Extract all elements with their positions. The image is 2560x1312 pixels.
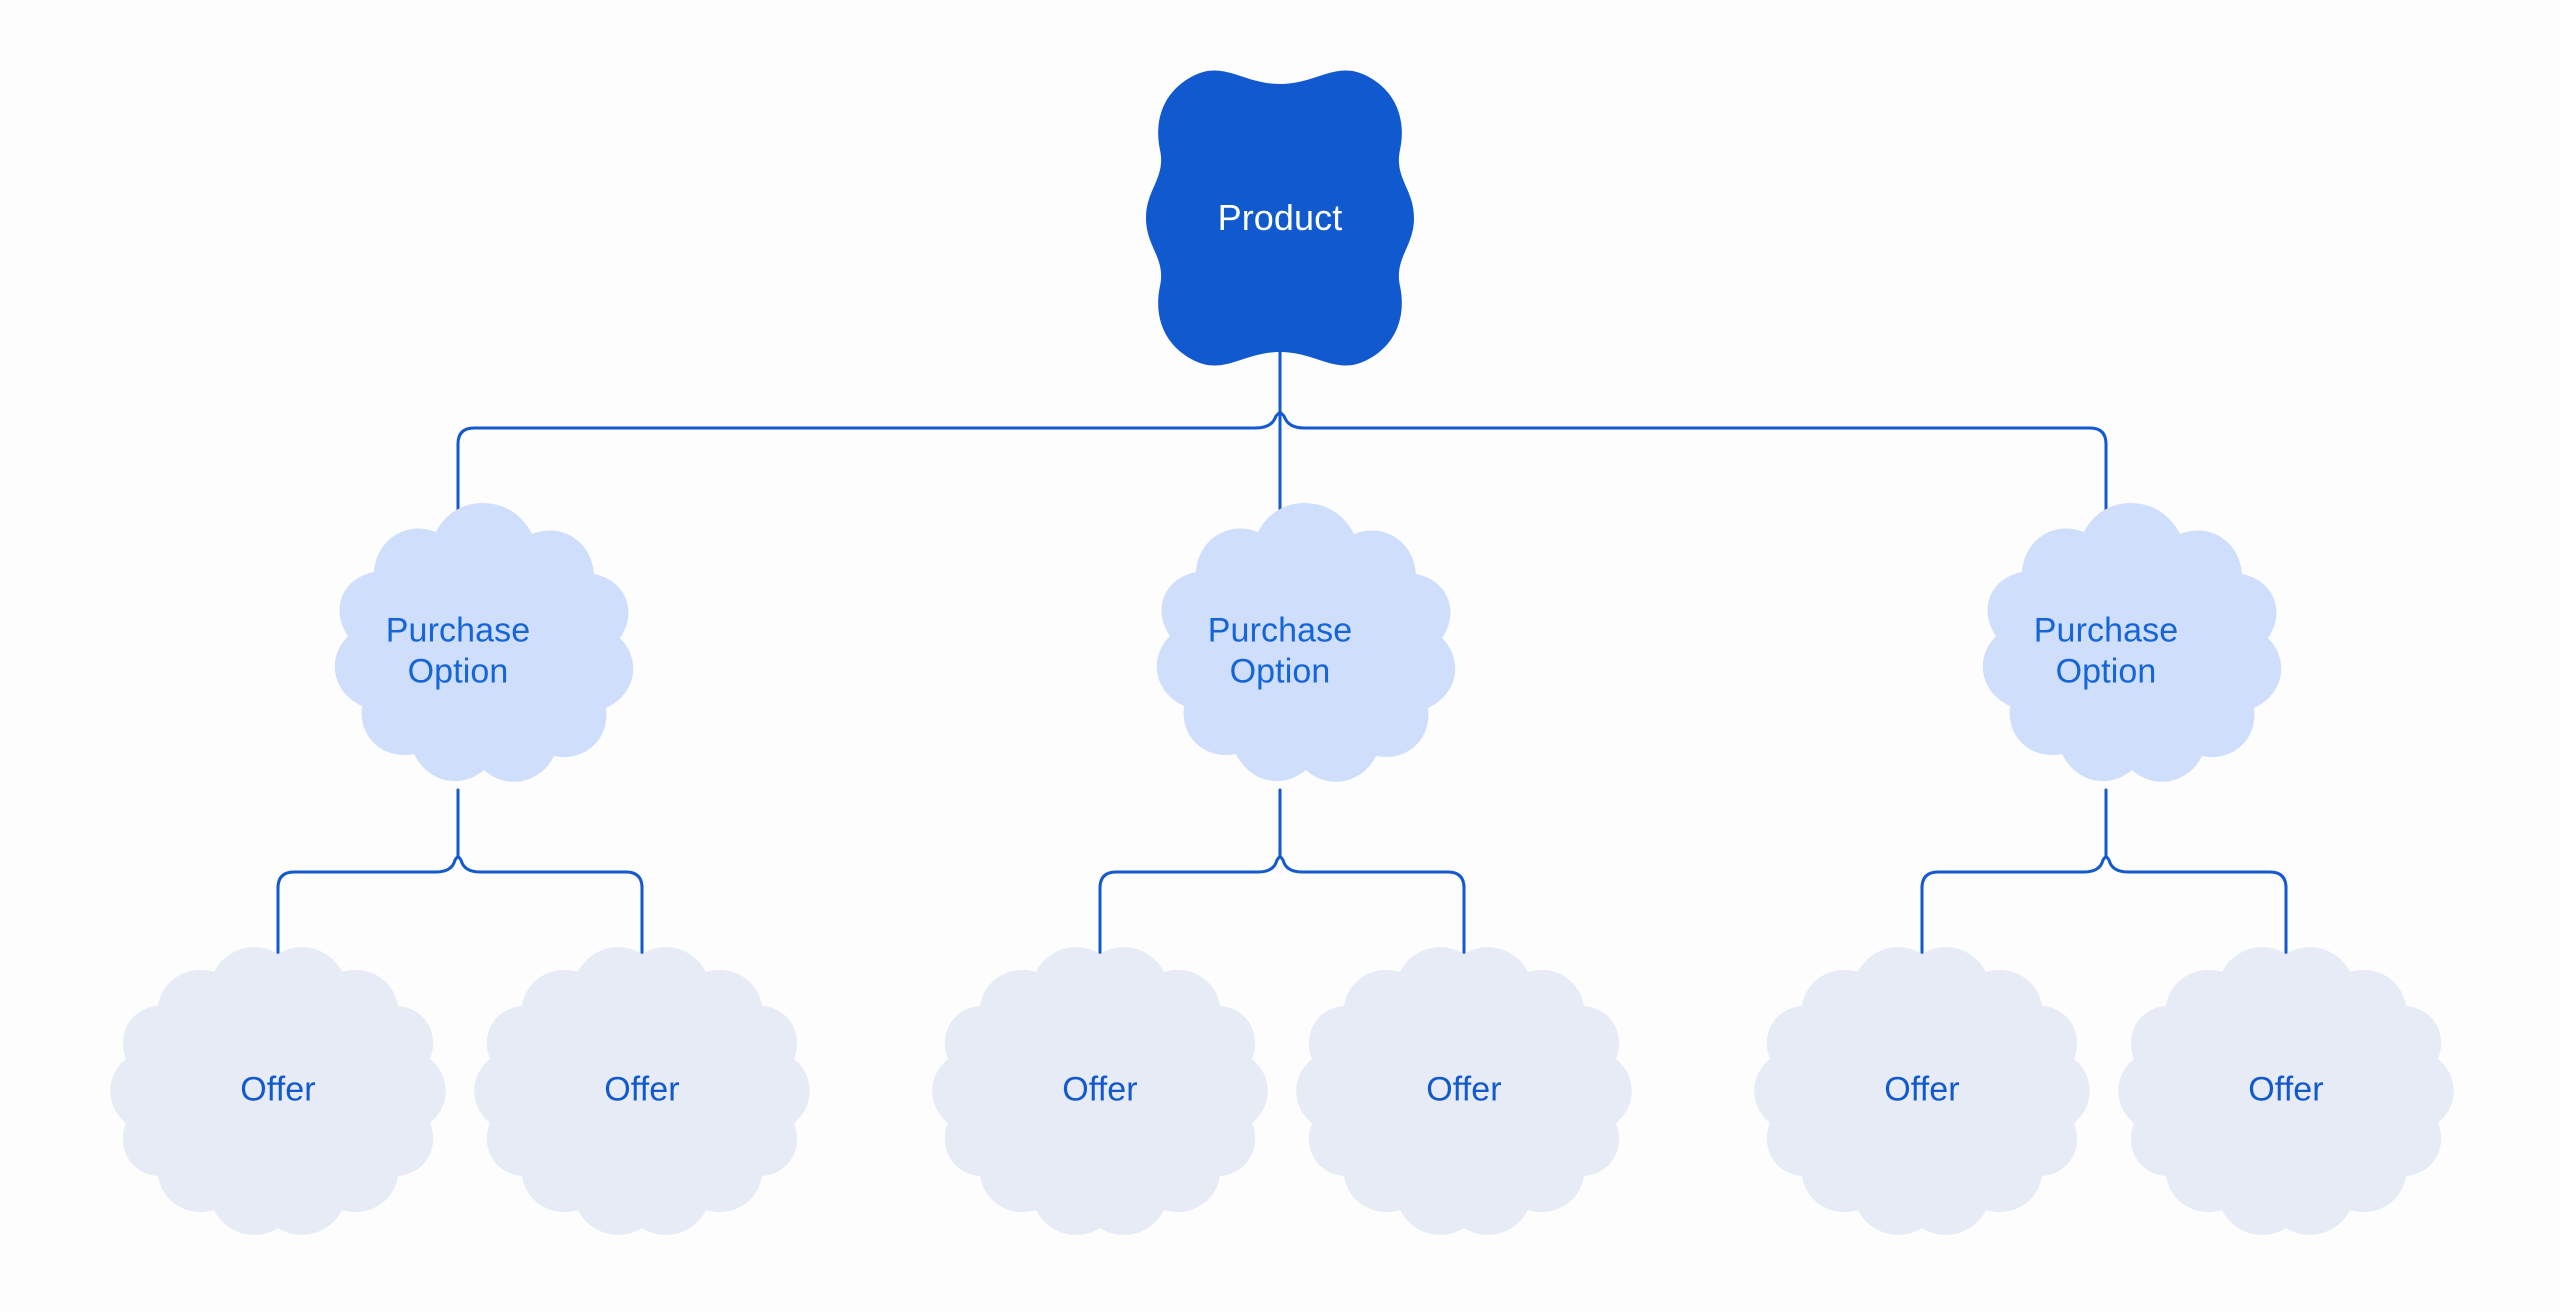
edge-root-bus xyxy=(456,410,2108,448)
edge-po3-bus xyxy=(1920,854,2288,890)
node-purchase-option-3-shape[interactable] xyxy=(1982,502,2282,782)
node-offer-1-shape[interactable] xyxy=(110,947,446,1235)
node-offer-2-shape[interactable] xyxy=(474,947,810,1235)
connector-group xyxy=(276,350,2288,964)
node-purchase-option-2[interactable] xyxy=(1156,502,1456,782)
node-purchase-option-2-shape[interactable] xyxy=(1156,502,1456,782)
node-offer-5-shape[interactable] xyxy=(1754,947,2090,1235)
node-offer-4[interactable] xyxy=(1296,947,1632,1235)
node-offer-3[interactable] xyxy=(932,947,1268,1235)
node-offer-1[interactable] xyxy=(110,947,446,1235)
edge-po1-bus xyxy=(276,854,644,890)
node-offer-3-shape[interactable] xyxy=(932,947,1268,1235)
node-purchase-option-3[interactable] xyxy=(1982,502,2282,782)
node-offer-5[interactable] xyxy=(1754,947,2090,1235)
node-offer-6-shape[interactable] xyxy=(2118,947,2454,1235)
edge-po2-bus xyxy=(1098,854,1466,890)
node-product[interactable] xyxy=(1146,70,1414,366)
node-purchase-option-1[interactable] xyxy=(334,502,634,782)
node-offer-4-shape[interactable] xyxy=(1296,947,1632,1235)
node-product-shape[interactable] xyxy=(1146,70,1414,366)
node-purchase-option-1-shape[interactable] xyxy=(334,502,634,782)
node-offer-2[interactable] xyxy=(474,947,810,1235)
node-offer-6[interactable] xyxy=(2118,947,2454,1235)
